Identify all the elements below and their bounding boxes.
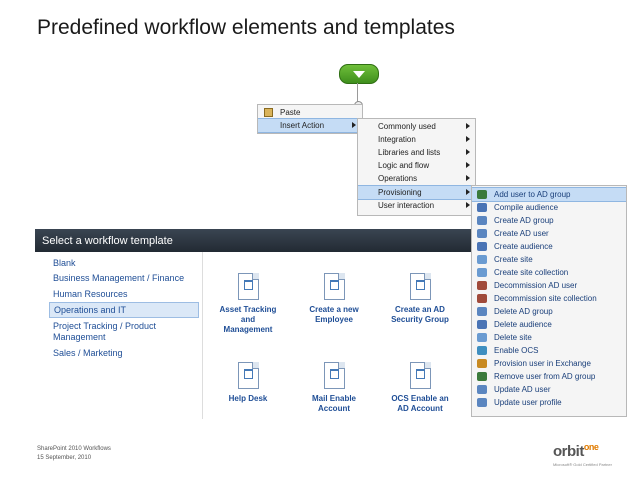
workflow-template-icon (409, 273, 431, 300)
action-category-menu: Commonly used Integration Libraries and … (357, 118, 476, 216)
action-compile-audience[interactable]: Compile audience (472, 201, 626, 214)
workflow-template-icon (237, 362, 259, 389)
ocs-icon (477, 346, 487, 355)
action-create-site-collection[interactable]: Create site collection (472, 266, 626, 279)
category-project-tracking-product[interactable]: Project Tracking / Product (53, 321, 157, 331)
category-libraries-and-lists[interactable]: Libraries and lists (358, 146, 475, 159)
user-icon (477, 385, 487, 394)
submenu-arrow-icon (466, 162, 470, 168)
orbitone-logo: orbitone (553, 442, 599, 460)
group-icon (477, 216, 487, 225)
action-create-ad-group[interactable]: Create AD group (472, 214, 626, 227)
action-create-site[interactable]: Create site (472, 253, 626, 266)
template-create-new-employee[interactable]: Create a new Employee (299, 273, 369, 325)
workflow-template-icon (323, 273, 345, 300)
category-operations[interactable]: Operations (358, 172, 475, 185)
submenu-arrow-icon (466, 202, 470, 208)
action-update-user-profile[interactable]: Update user profile (472, 396, 626, 409)
category-blank[interactable]: Blank (53, 258, 76, 268)
action-delete-ad-group[interactable]: Delete AD group (472, 305, 626, 318)
workflow-connector (357, 83, 358, 103)
exchange-icon (477, 359, 487, 368)
logo-tagline: Microsoft® Gold Certified Partner (553, 462, 612, 467)
workflow-template-panel: Select a workflow template Blank Busines… (35, 229, 475, 419)
action-decommission-ad-user[interactable]: Decommission AD user (472, 279, 626, 292)
template-asset-tracking[interactable]: Asset Tracking and Management (213, 273, 283, 335)
menu-item-insert-action[interactable]: Insert Action (258, 118, 362, 133)
template-panel-header: Select a workflow template (35, 229, 475, 252)
footer-title: SharePoint 2010 Workflows (37, 446, 111, 452)
menu-item-paste[interactable]: Paste (258, 106, 362, 119)
action-delete-site[interactable]: Delete site (472, 331, 626, 344)
action-create-ad-user[interactable]: Create AD user (472, 227, 626, 240)
action-create-audience[interactable]: Create audience (472, 240, 626, 253)
site-icon (477, 255, 487, 264)
action-update-ad-user[interactable]: Update AD user (472, 383, 626, 396)
audience-icon (477, 203, 487, 212)
category-provisioning[interactable]: Provisioning (358, 185, 475, 200)
submenu-arrow-icon (466, 149, 470, 155)
action-decommission-site-collection[interactable]: Decommission site collection (472, 292, 626, 305)
audience-icon (477, 320, 487, 329)
action-enable-ocs[interactable]: Enable OCS (472, 344, 626, 357)
template-create-ad-security-group[interactable]: Create an AD Security Group (385, 273, 455, 325)
template-category-list: Blank Business Management / Finance Huma… (35, 252, 203, 419)
user-profile-icon (477, 398, 487, 407)
category-integration[interactable]: Integration (358, 133, 475, 146)
template-help-desk[interactable]: Help Desk (213, 362, 283, 404)
context-menu: Paste Insert Action (257, 104, 363, 134)
decommission-icon (477, 281, 487, 290)
paste-icon (264, 108, 273, 117)
provisioning-action-menu: Add user to AD group Compile audience Cr… (471, 185, 627, 417)
footer-date: 15 September, 2010 (37, 455, 92, 461)
submenu-arrow-icon (466, 175, 470, 181)
submenu-arrow-icon (466, 123, 470, 129)
slide-title: Predefined workflow elements and templat… (37, 16, 455, 39)
category-operations-and-it[interactable]: Operations and IT (49, 302, 199, 318)
action-delete-audience[interactable]: Delete audience (472, 318, 626, 331)
audience-icon (477, 242, 487, 251)
action-provision-user-in-exchange[interactable]: Provision user in Exchange (472, 357, 626, 370)
action-remove-user-from-ad-group[interactable]: Remove user from AD group (472, 370, 626, 383)
workflow-step-button[interactable] (339, 64, 379, 84)
category-commonly-used[interactable]: Commonly used (358, 120, 475, 133)
action-add-user-to-ad-group[interactable]: Add user to AD group (472, 187, 626, 202)
category-logic-and-flow[interactable]: Logic and flow (358, 159, 475, 172)
template-ocs-enable-ad-account[interactable]: OCS Enable an AD Account (385, 362, 455, 414)
add-user-group-icon (477, 190, 487, 199)
workflow-template-icon (237, 273, 259, 300)
group-icon (477, 307, 487, 316)
submenu-arrow-icon (466, 136, 470, 142)
workflow-template-icon (409, 362, 431, 389)
chevron-down-icon (353, 71, 365, 78)
submenu-arrow-icon (466, 189, 470, 195)
category-business-management-finance[interactable]: Business Management / Finance (53, 273, 185, 283)
template-mail-enable-account[interactable]: Mail Enable Account (299, 362, 369, 414)
category-sales-marketing[interactable]: Sales / Marketing (53, 348, 123, 358)
category-user-interaction[interactable]: User interaction (358, 199, 475, 212)
site-collection-icon (477, 268, 487, 277)
submenu-arrow-icon (352, 122, 356, 128)
category-human-resources[interactable]: Human Resources (53, 289, 128, 299)
workflow-template-icon (323, 362, 345, 389)
decommission-icon (477, 294, 487, 303)
remove-user-group-icon (477, 372, 487, 381)
user-icon (477, 229, 487, 238)
site-icon (477, 333, 487, 342)
category-project-tracking-management[interactable]: Management (53, 332, 106, 342)
